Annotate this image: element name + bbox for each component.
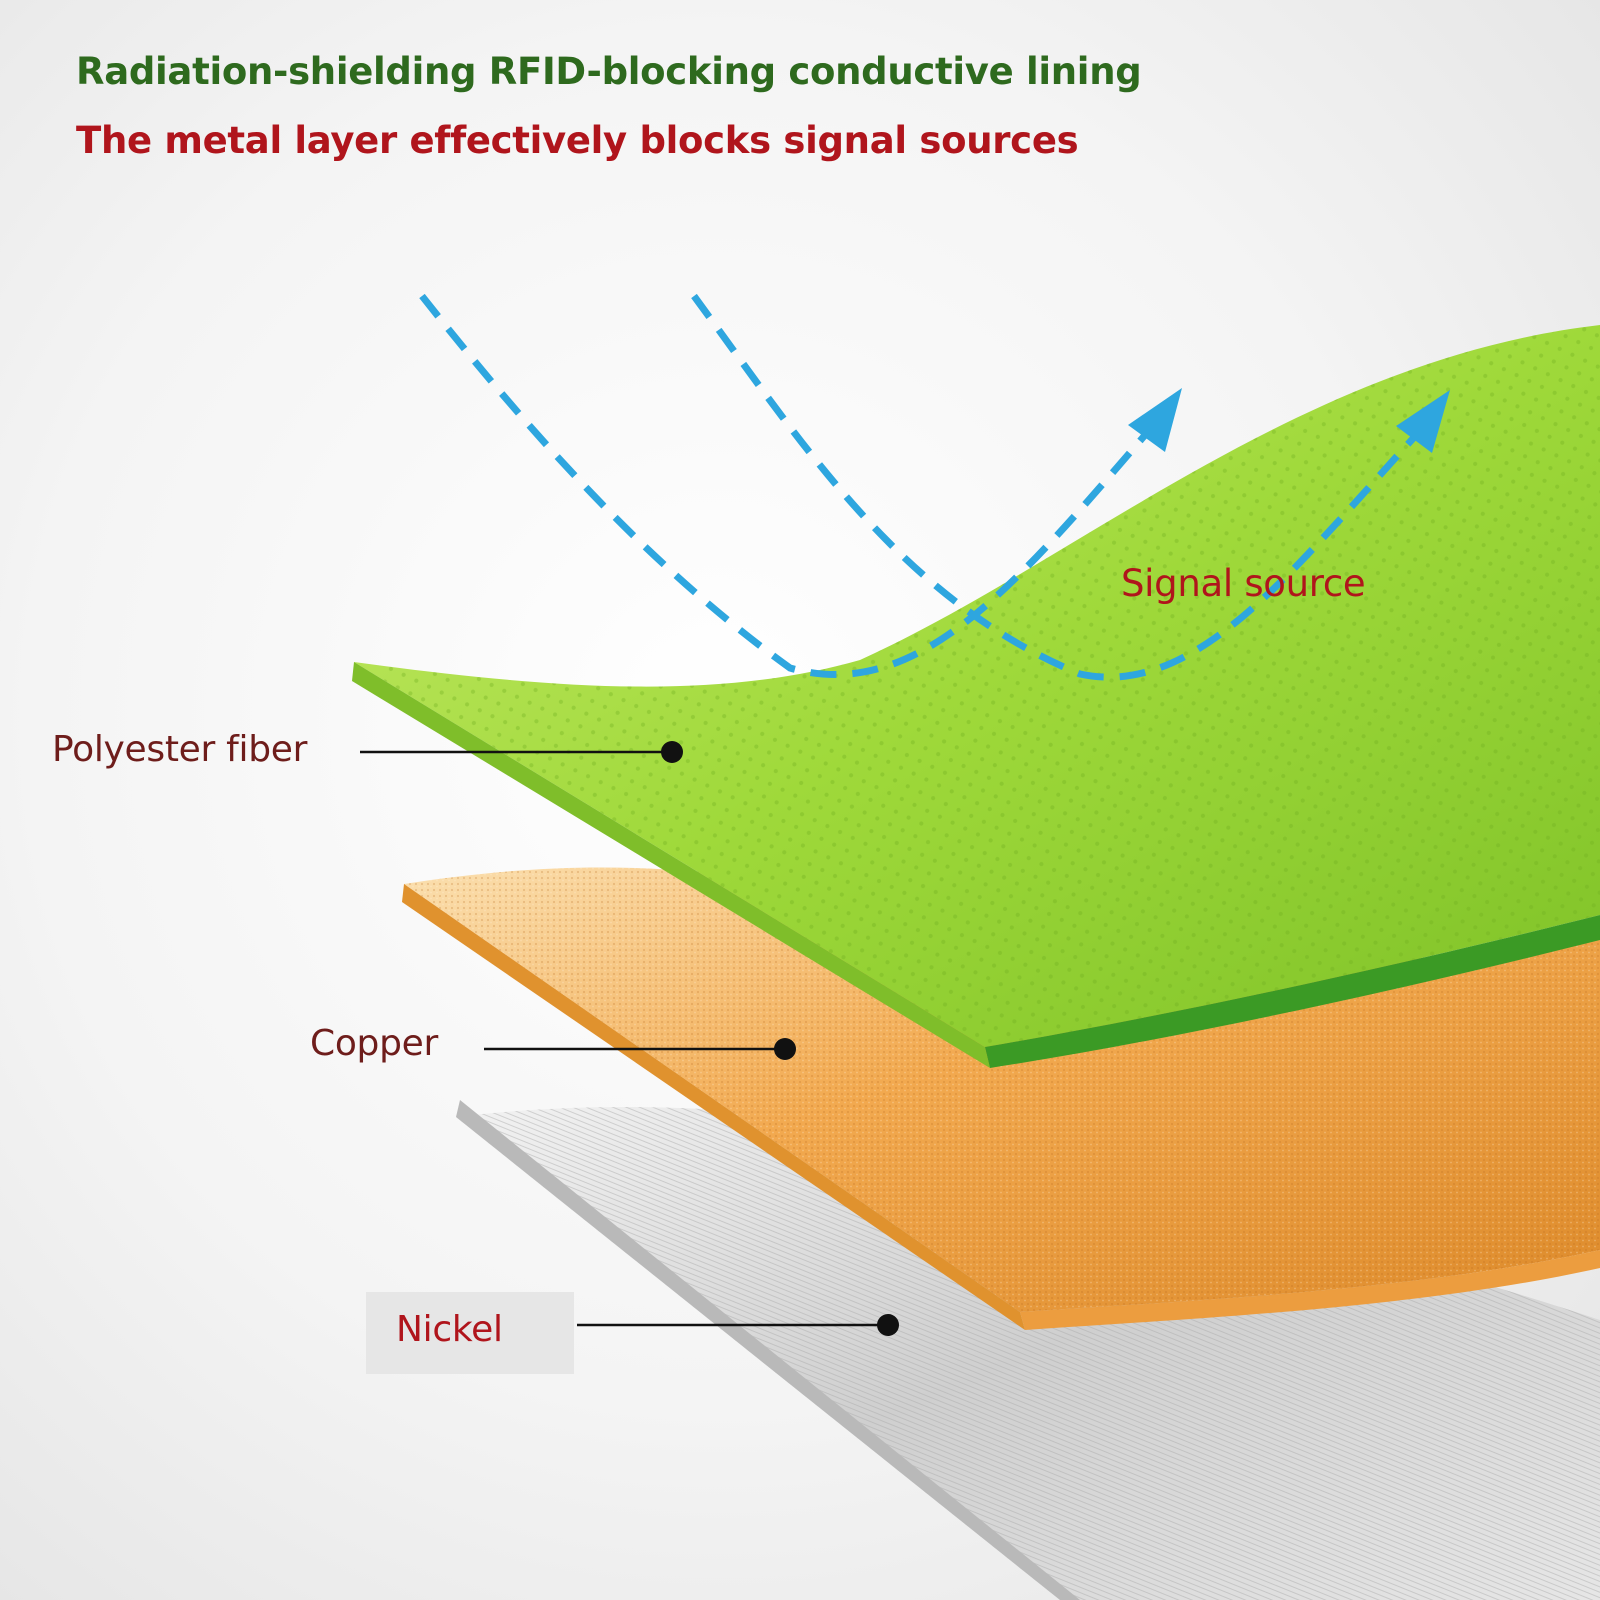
- leader-copper: [484, 1038, 796, 1060]
- signal-arrowhead-1: [1128, 388, 1182, 452]
- leader-nickel: [577, 1314, 899, 1336]
- label-nickel: Nickel: [396, 1309, 503, 1350]
- leader-polyester: [360, 741, 683, 763]
- label-signal-source: Signal source: [1121, 562, 1366, 605]
- label-nickel-backdrop: [366, 1292, 574, 1374]
- signal-waves: [419, 293, 1433, 681]
- diagram-subtitle: The metal layer effectively blocks signa…: [76, 119, 1079, 162]
- polyester-layer: [352, 325, 1600, 1068]
- diagram-title: Radiation-shielding RFID-blocking conduc…: [76, 50, 1142, 93]
- signal-arrowhead-2: [1396, 390, 1450, 453]
- signal-wave-2: [691, 293, 1433, 681]
- label-copper: Copper: [310, 1023, 439, 1064]
- label-polyester: Polyester fiber: [52, 729, 308, 770]
- signal-wave-1: [419, 293, 1161, 678]
- nickel-layer: [456, 1100, 1600, 1600]
